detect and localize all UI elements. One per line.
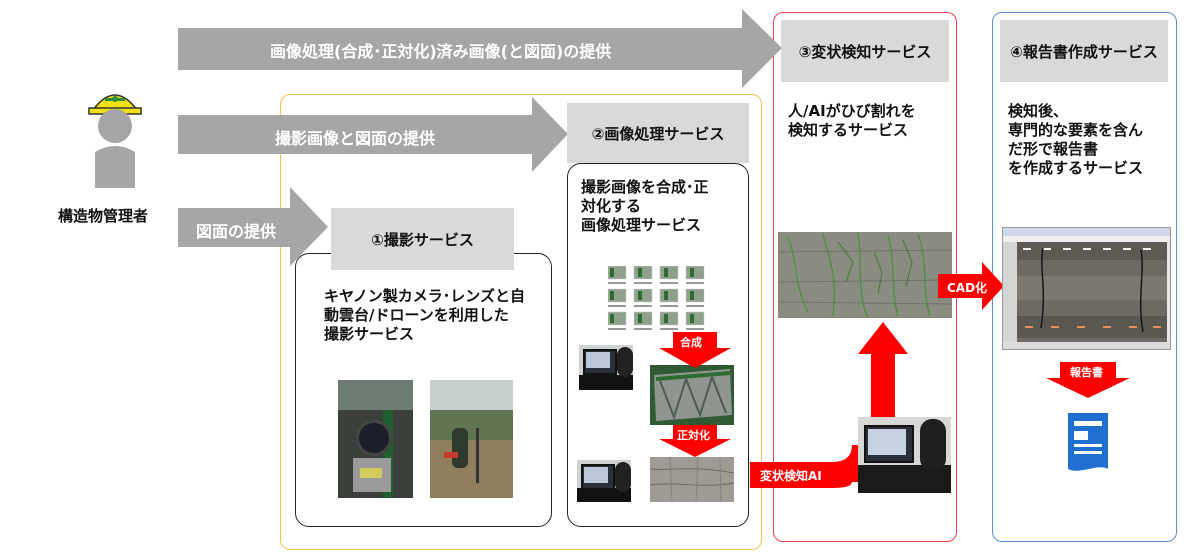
worker-helmet-icon xyxy=(88,94,142,188)
composite-label: 合成 xyxy=(680,336,702,349)
ai-detect-label: 変状検知AI xyxy=(760,469,822,483)
crack-image xyxy=(778,232,952,318)
actor-label: 構造物管理者 xyxy=(58,207,149,225)
composite-image xyxy=(650,365,734,425)
shooting-service-title: ①撮影サービス xyxy=(331,208,514,270)
cad-arrow xyxy=(938,262,1004,310)
thumbnail-grid xyxy=(607,265,708,336)
processing-service-desc: 撮影画像を合成･正 対化する 画像処理サービス xyxy=(581,178,709,234)
report-service-desc: 検知後、 専門的な要素を含ん だ形で報告書 を作成するサービス xyxy=(1008,102,1144,177)
rectify-arrow xyxy=(659,425,731,457)
report-label: 報告書 xyxy=(1070,366,1103,379)
cad-label: CAD化 xyxy=(947,281,988,295)
drone-photo xyxy=(430,380,513,498)
processing-group-frame xyxy=(280,94,762,550)
detection-service-desc: 人/AIがひび割れを 検知するサービス xyxy=(788,102,916,139)
detection-up-arrow xyxy=(858,322,908,417)
document-icon xyxy=(1068,413,1108,471)
middle-arrow-label: 撮影画像と図面の提供 xyxy=(275,129,436,148)
laptop-user-photo xyxy=(858,417,951,493)
rectified-image xyxy=(650,457,734,502)
laptop-user-photo xyxy=(579,345,633,390)
laptop-user-photo xyxy=(577,460,631,502)
camera-photo xyxy=(338,380,413,498)
report-arrow xyxy=(1046,362,1130,398)
rectify-label: 正対化 xyxy=(677,429,710,442)
bottom-arrow-label: 図面の提供 xyxy=(196,222,277,241)
report-service-title: ④報告書作成サービス xyxy=(1000,20,1168,82)
top-arrow-label: 画像処理(合成･正対化)済み画像(と図面)の提供 xyxy=(270,42,612,61)
shooting-service-desc: キヤノン製カメラ･レンズと自 動雲台/ドローンを利用した 撮影サービス xyxy=(324,287,526,343)
detection-service-title: ③変状検知サービス xyxy=(781,20,949,82)
composite-arrow xyxy=(659,332,731,368)
cad-screen-image xyxy=(1002,227,1171,350)
processing-service-title: ②画像処理サービス xyxy=(567,103,749,163)
